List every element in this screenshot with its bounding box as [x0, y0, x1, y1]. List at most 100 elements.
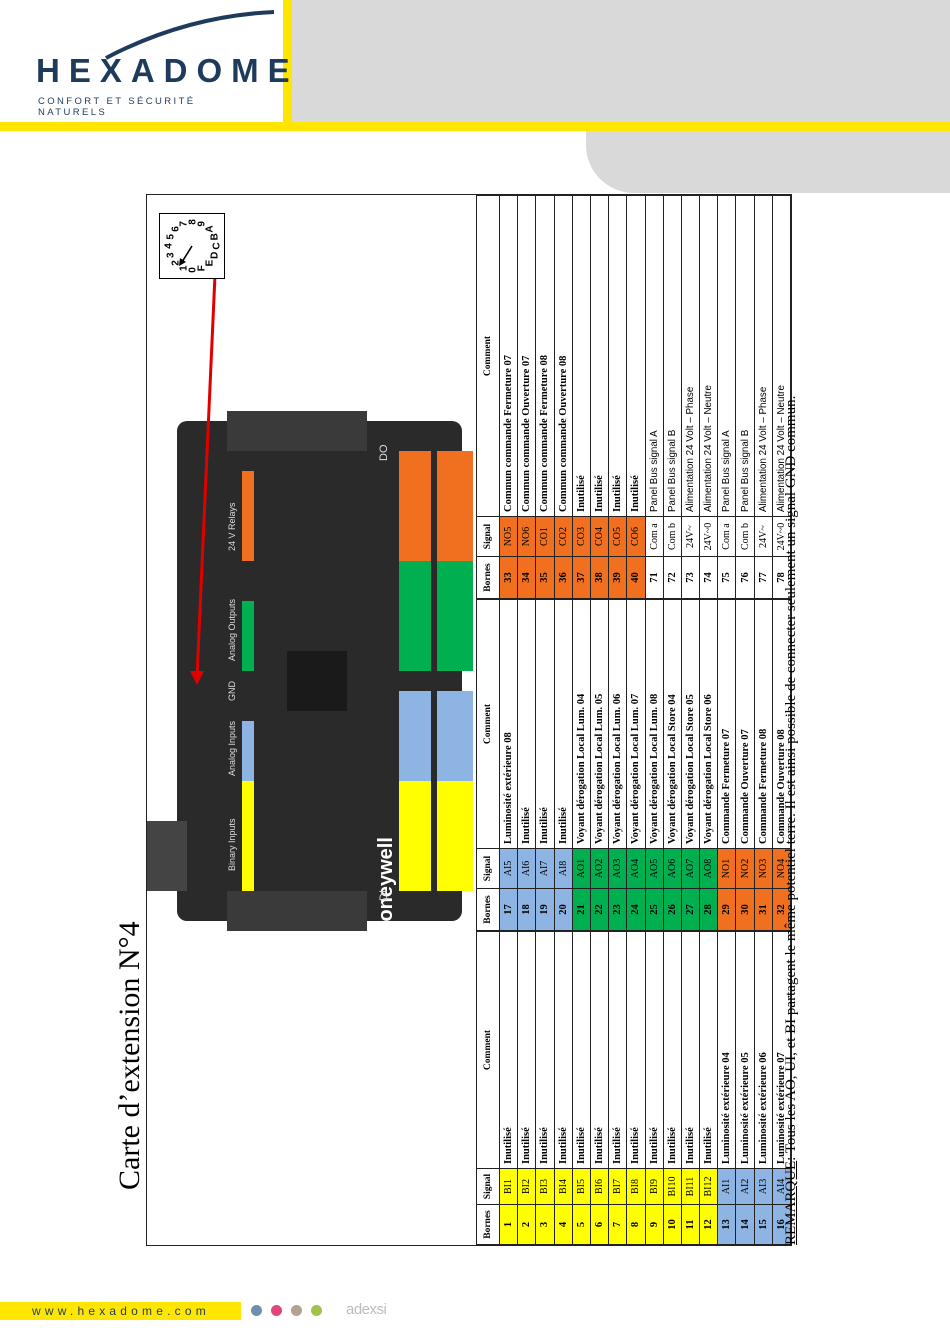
terminal-comment: Voyant dérogation Local Store 04 — [663, 599, 682, 849]
signal-name: BI4 — [554, 1168, 573, 1205]
remark-label: REMARQUE — [783, 1160, 799, 1245]
footer-dot-2 — [271, 1305, 282, 1316]
terminal-number: 21 — [572, 888, 591, 931]
terminal-number: 29 — [717, 888, 736, 931]
terminal-number: 18 — [517, 888, 536, 931]
terminal-number: 38 — [590, 556, 609, 599]
terminal-comment: Commande Fermeture 08 — [754, 599, 773, 849]
col-header-comment: Comment — [476, 195, 500, 517]
terminal-comment: Inutilisé — [699, 931, 718, 1169]
device-label-gnd: GND — [227, 681, 237, 702]
header-yellow-rule — [0, 122, 950, 131]
red-arrow-icon — [190, 274, 217, 685]
footer-dot-4 — [311, 1305, 322, 1316]
signal-name: AI3 — [754, 1168, 773, 1205]
signal-name: BI10 — [663, 1168, 682, 1205]
col-header-bornes: Bornes — [476, 556, 500, 599]
signal-name: BI5 — [572, 1168, 591, 1205]
terminal-number: 14 — [735, 1204, 755, 1245]
header-gray-tab — [586, 131, 950, 193]
signal-name: BI8 — [626, 1168, 645, 1205]
terminal-number: 77 — [754, 556, 773, 599]
terminal-comment: Inutilisé — [535, 931, 555, 1169]
terminal-number: 28 — [699, 888, 718, 931]
terminal-comment: Inutilisé — [572, 195, 591, 517]
terminal-comment: Voyant dérogation Local Lum. 08 — [645, 599, 664, 849]
terminal-number: 71 — [645, 556, 664, 599]
signal-name: AI6 — [517, 848, 536, 889]
dial-digit: F — [197, 265, 208, 271]
terminal-comment: Panel Bus signal A — [645, 195, 664, 517]
terminal-number: 7 — [608, 1204, 627, 1245]
terminal-number: 4 — [554, 1204, 573, 1245]
col-header-bornes: Bornes — [476, 888, 500, 931]
terminal-comment: Commande Ouverture 07 — [735, 599, 755, 849]
terminal-number: 5 — [572, 1204, 591, 1245]
signal-name: BI9 — [645, 1168, 664, 1205]
col-header-comment: Comment — [476, 931, 500, 1169]
terminal-number: 13 — [717, 1204, 736, 1245]
dial-digit: 3 — [165, 252, 176, 258]
signal-name: Com b — [735, 516, 755, 557]
signal-name: AO4 — [626, 848, 645, 889]
terminal-comment: Commun commande Ouverture 07 — [517, 195, 536, 517]
signal-name: AO5 — [645, 848, 664, 889]
col-header-signal: Signal — [476, 848, 500, 889]
remark-note: REMARQUE: Tous les AO, UI, et BI partage… — [783, 195, 800, 1245]
signal-name: CO4 — [590, 516, 609, 557]
terminal-comment: Voyant dérogation Local Store 06 — [699, 599, 718, 849]
device-label-binary-inputs: Binary Inputs — [227, 818, 237, 871]
terminal-number: 23 — [608, 888, 627, 931]
signal-name: CO5 — [608, 516, 627, 557]
signal-name: BI2 — [517, 1168, 536, 1205]
terminal-comment: Panel Bus signal B — [663, 195, 682, 517]
footer-url-link[interactable]: www.hexadome.com — [32, 1304, 210, 1318]
signal-name: BI12 — [699, 1168, 718, 1205]
terminal-comment: Inutilisé — [554, 931, 573, 1169]
terminal-comment: Commun commande Ouverture 08 — [554, 195, 573, 517]
terminal-number: 8 — [626, 1204, 645, 1245]
logo-wordmark: HEXADOME — [36, 52, 299, 89]
signal-name: NO1 — [717, 848, 736, 889]
signal-name: BI11 — [681, 1168, 700, 1205]
terminal-number: 36 — [554, 556, 573, 599]
signal-name: 24V~0 — [699, 516, 718, 557]
terminal-number: 22 — [590, 888, 609, 931]
logo-subtitle: CONFORT ET SÉCURITÉ NATURELS — [38, 96, 196, 118]
dial-digit: A — [205, 225, 216, 232]
dial-digit: 4 — [164, 243, 175, 249]
terminal-comment: Alimentation 24 Volt – Phase — [681, 195, 700, 517]
remark-text: : Tous les AO, UI, et BI partagent le mê… — [783, 395, 799, 1161]
terminal-number: 19 — [535, 888, 555, 931]
dial-digit: 6 — [171, 226, 182, 232]
terminal-comment: Voyant dérogation Local Lum. 06 — [608, 599, 627, 849]
dial-digit: E — [205, 259, 216, 266]
col-header-comment: Comment — [476, 599, 500, 849]
terminal-comment: Inutilisé — [499, 931, 518, 1169]
terminal-comment: Inutilisé — [517, 599, 536, 849]
document-frame: Carte d’extension N°4 Honeywell Binary I… — [113, 194, 799, 1246]
signal-name: CO3 — [572, 516, 591, 557]
